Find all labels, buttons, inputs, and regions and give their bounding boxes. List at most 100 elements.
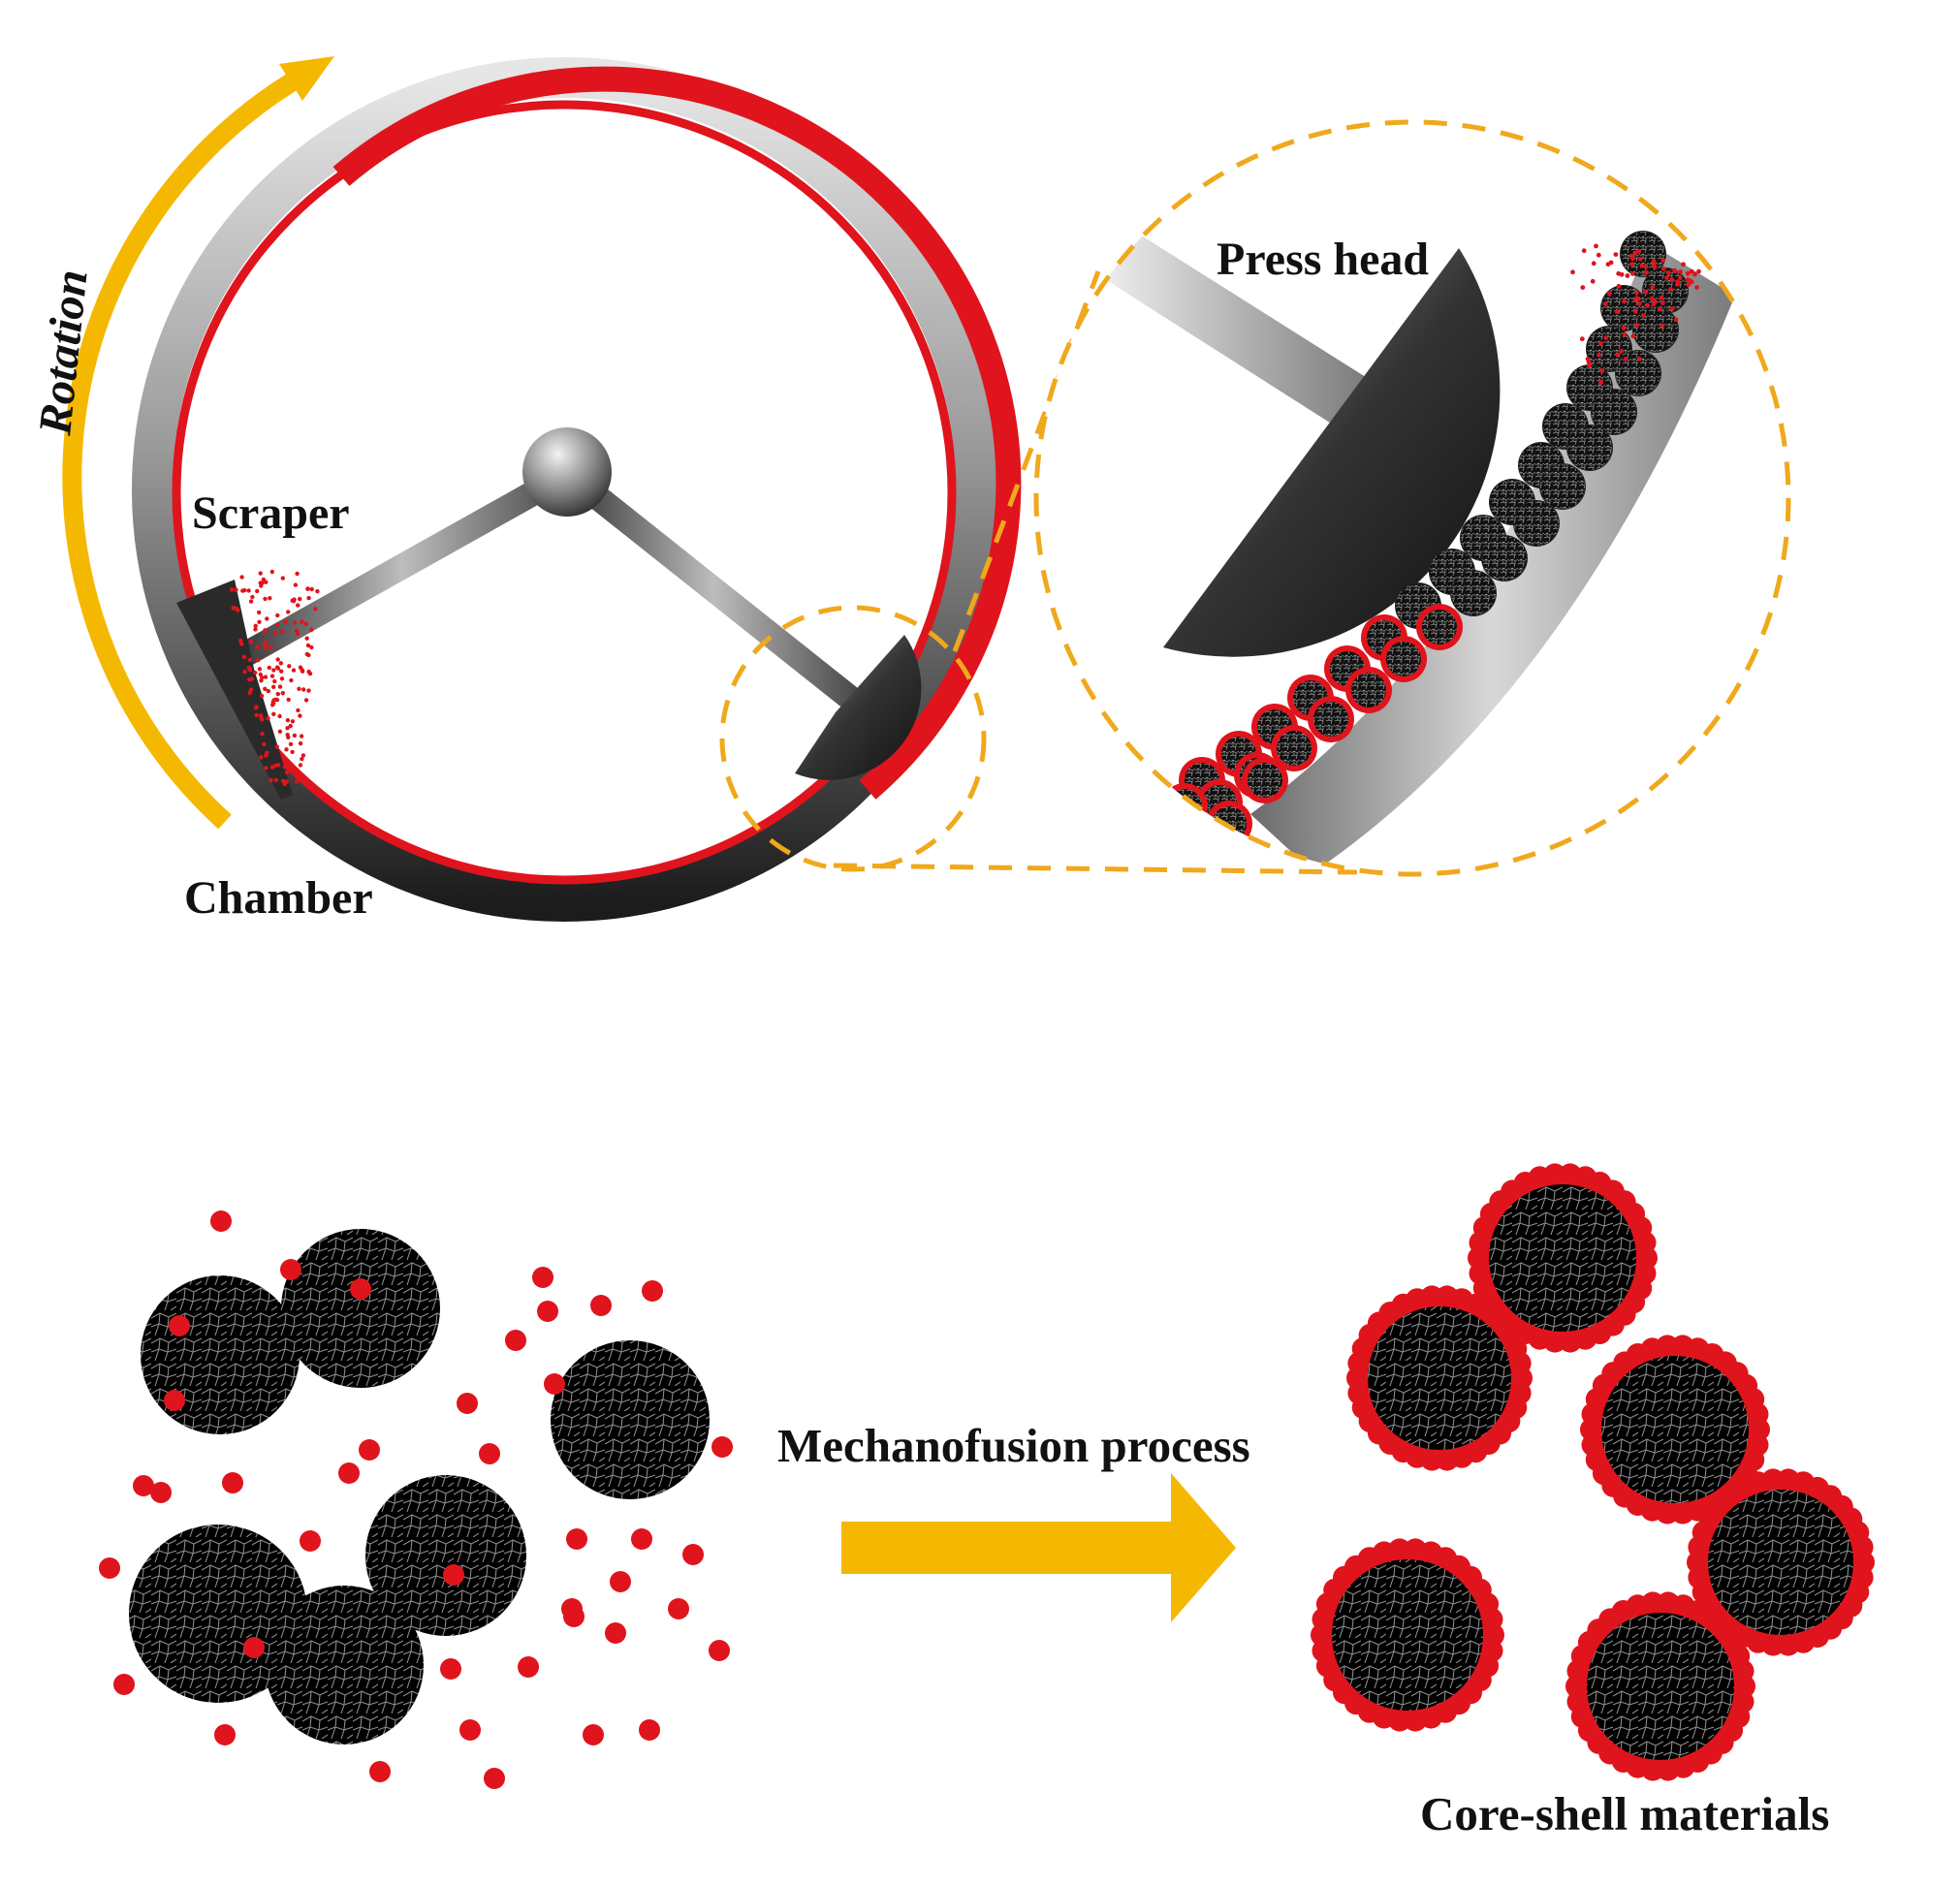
fine-particle xyxy=(288,741,294,746)
fine-particle xyxy=(289,677,294,683)
fine-particle xyxy=(293,582,299,587)
fine-particle xyxy=(1678,269,1683,274)
hub xyxy=(522,427,612,517)
fine-particle xyxy=(265,616,269,621)
fine-particle xyxy=(1660,267,1666,271)
fine-particle xyxy=(269,777,273,783)
shell-particle xyxy=(605,1622,626,1644)
fine-particle xyxy=(269,644,273,649)
fine-particle xyxy=(292,733,298,739)
press-arm xyxy=(563,466,865,713)
fine-particle xyxy=(253,623,258,628)
fine-particle xyxy=(1677,275,1683,281)
shell-particle xyxy=(566,1528,587,1550)
fine-particle xyxy=(241,654,247,659)
fine-particle xyxy=(270,703,275,707)
fine-particle xyxy=(1613,252,1619,257)
fine-particle xyxy=(1629,262,1634,267)
fine-particle xyxy=(263,686,268,691)
zoom-particle xyxy=(1450,570,1497,616)
fine-particle xyxy=(1599,368,1605,373)
core-shell-particle xyxy=(1346,1285,1533,1471)
fine-particle xyxy=(284,770,290,775)
fine-particle xyxy=(301,687,306,692)
fine-particle xyxy=(275,613,280,618)
fine-particle xyxy=(303,698,309,703)
fine-particle xyxy=(1598,379,1604,385)
fine-particle xyxy=(231,606,237,611)
shell-particle xyxy=(590,1295,612,1316)
fine-particle xyxy=(284,747,289,752)
process-label: Mechanofusion process xyxy=(777,1419,1250,1472)
fine-particle xyxy=(1616,270,1622,276)
fine-particle xyxy=(1651,301,1657,307)
fine-particle xyxy=(290,749,295,755)
zoom-particle xyxy=(1345,667,1392,713)
fine-particle xyxy=(253,670,258,676)
fine-particle xyxy=(242,670,247,675)
fine-particle xyxy=(247,666,252,671)
shell-particle xyxy=(443,1564,464,1586)
fine-particle xyxy=(1605,262,1611,267)
fine-particle xyxy=(240,588,245,593)
fine-particle xyxy=(1581,248,1587,254)
fine-particle xyxy=(294,628,300,633)
fine-particle xyxy=(1650,285,1656,290)
shell-particle xyxy=(668,1598,689,1619)
shell-particle xyxy=(682,1544,704,1565)
shell-particle xyxy=(99,1557,120,1579)
zoom-particle xyxy=(1380,636,1427,682)
fine-particle xyxy=(272,678,277,684)
fine-particle xyxy=(285,726,290,731)
shell-particle xyxy=(479,1443,500,1464)
shell-particle xyxy=(561,1598,583,1619)
fine-particle xyxy=(313,607,318,612)
fine-particle xyxy=(274,698,280,703)
chamber-label: Chamber xyxy=(184,872,373,924)
fine-particle xyxy=(285,733,290,738)
fine-particle xyxy=(1634,323,1640,328)
fine-particle xyxy=(1669,277,1675,283)
fine-particle xyxy=(258,581,263,585)
fine-particle xyxy=(1652,265,1658,270)
fine-particle xyxy=(1649,296,1655,301)
core-shell-particle xyxy=(1580,1335,1770,1525)
shell-particle xyxy=(133,1475,154,1496)
fine-particle xyxy=(305,643,311,648)
zoom-view-circle xyxy=(1033,119,1791,877)
fine-particle xyxy=(309,627,314,633)
fine-particle xyxy=(294,779,300,784)
fine-particle xyxy=(279,676,285,681)
fine-particle xyxy=(1641,313,1646,318)
fine-particle xyxy=(274,665,280,670)
shell-particle xyxy=(222,1472,243,1493)
fine-particle xyxy=(254,705,259,709)
fine-particle xyxy=(1580,285,1586,290)
shell-particle xyxy=(150,1482,172,1503)
fine-particle xyxy=(306,595,311,601)
shell-particle xyxy=(537,1301,558,1322)
fine-particle xyxy=(246,588,251,593)
fine-particle xyxy=(1686,282,1691,288)
zoom-connector-bottom xyxy=(833,863,1358,875)
fine-particle xyxy=(1660,323,1665,329)
fine-particle xyxy=(315,588,320,594)
shell-particle xyxy=(484,1768,505,1789)
fine-particle xyxy=(1614,309,1620,314)
fine-particle xyxy=(1625,273,1630,278)
fine-particle xyxy=(1643,269,1649,275)
fine-particle xyxy=(275,622,280,627)
shell-particle xyxy=(113,1674,135,1695)
fine-particle xyxy=(1634,296,1640,301)
fine-particle xyxy=(1630,271,1635,276)
fine-particle xyxy=(262,629,268,635)
fine-particle xyxy=(285,718,291,723)
fine-particle xyxy=(277,729,283,734)
scraped-particles xyxy=(230,569,320,787)
shell-particle xyxy=(505,1330,526,1351)
core-shell-particle xyxy=(1565,1591,1755,1781)
result-label: Core-shell materials xyxy=(1420,1787,1829,1840)
shell-particle xyxy=(709,1640,730,1661)
shell-particle xyxy=(280,1259,301,1280)
shell-particle xyxy=(243,1637,265,1658)
